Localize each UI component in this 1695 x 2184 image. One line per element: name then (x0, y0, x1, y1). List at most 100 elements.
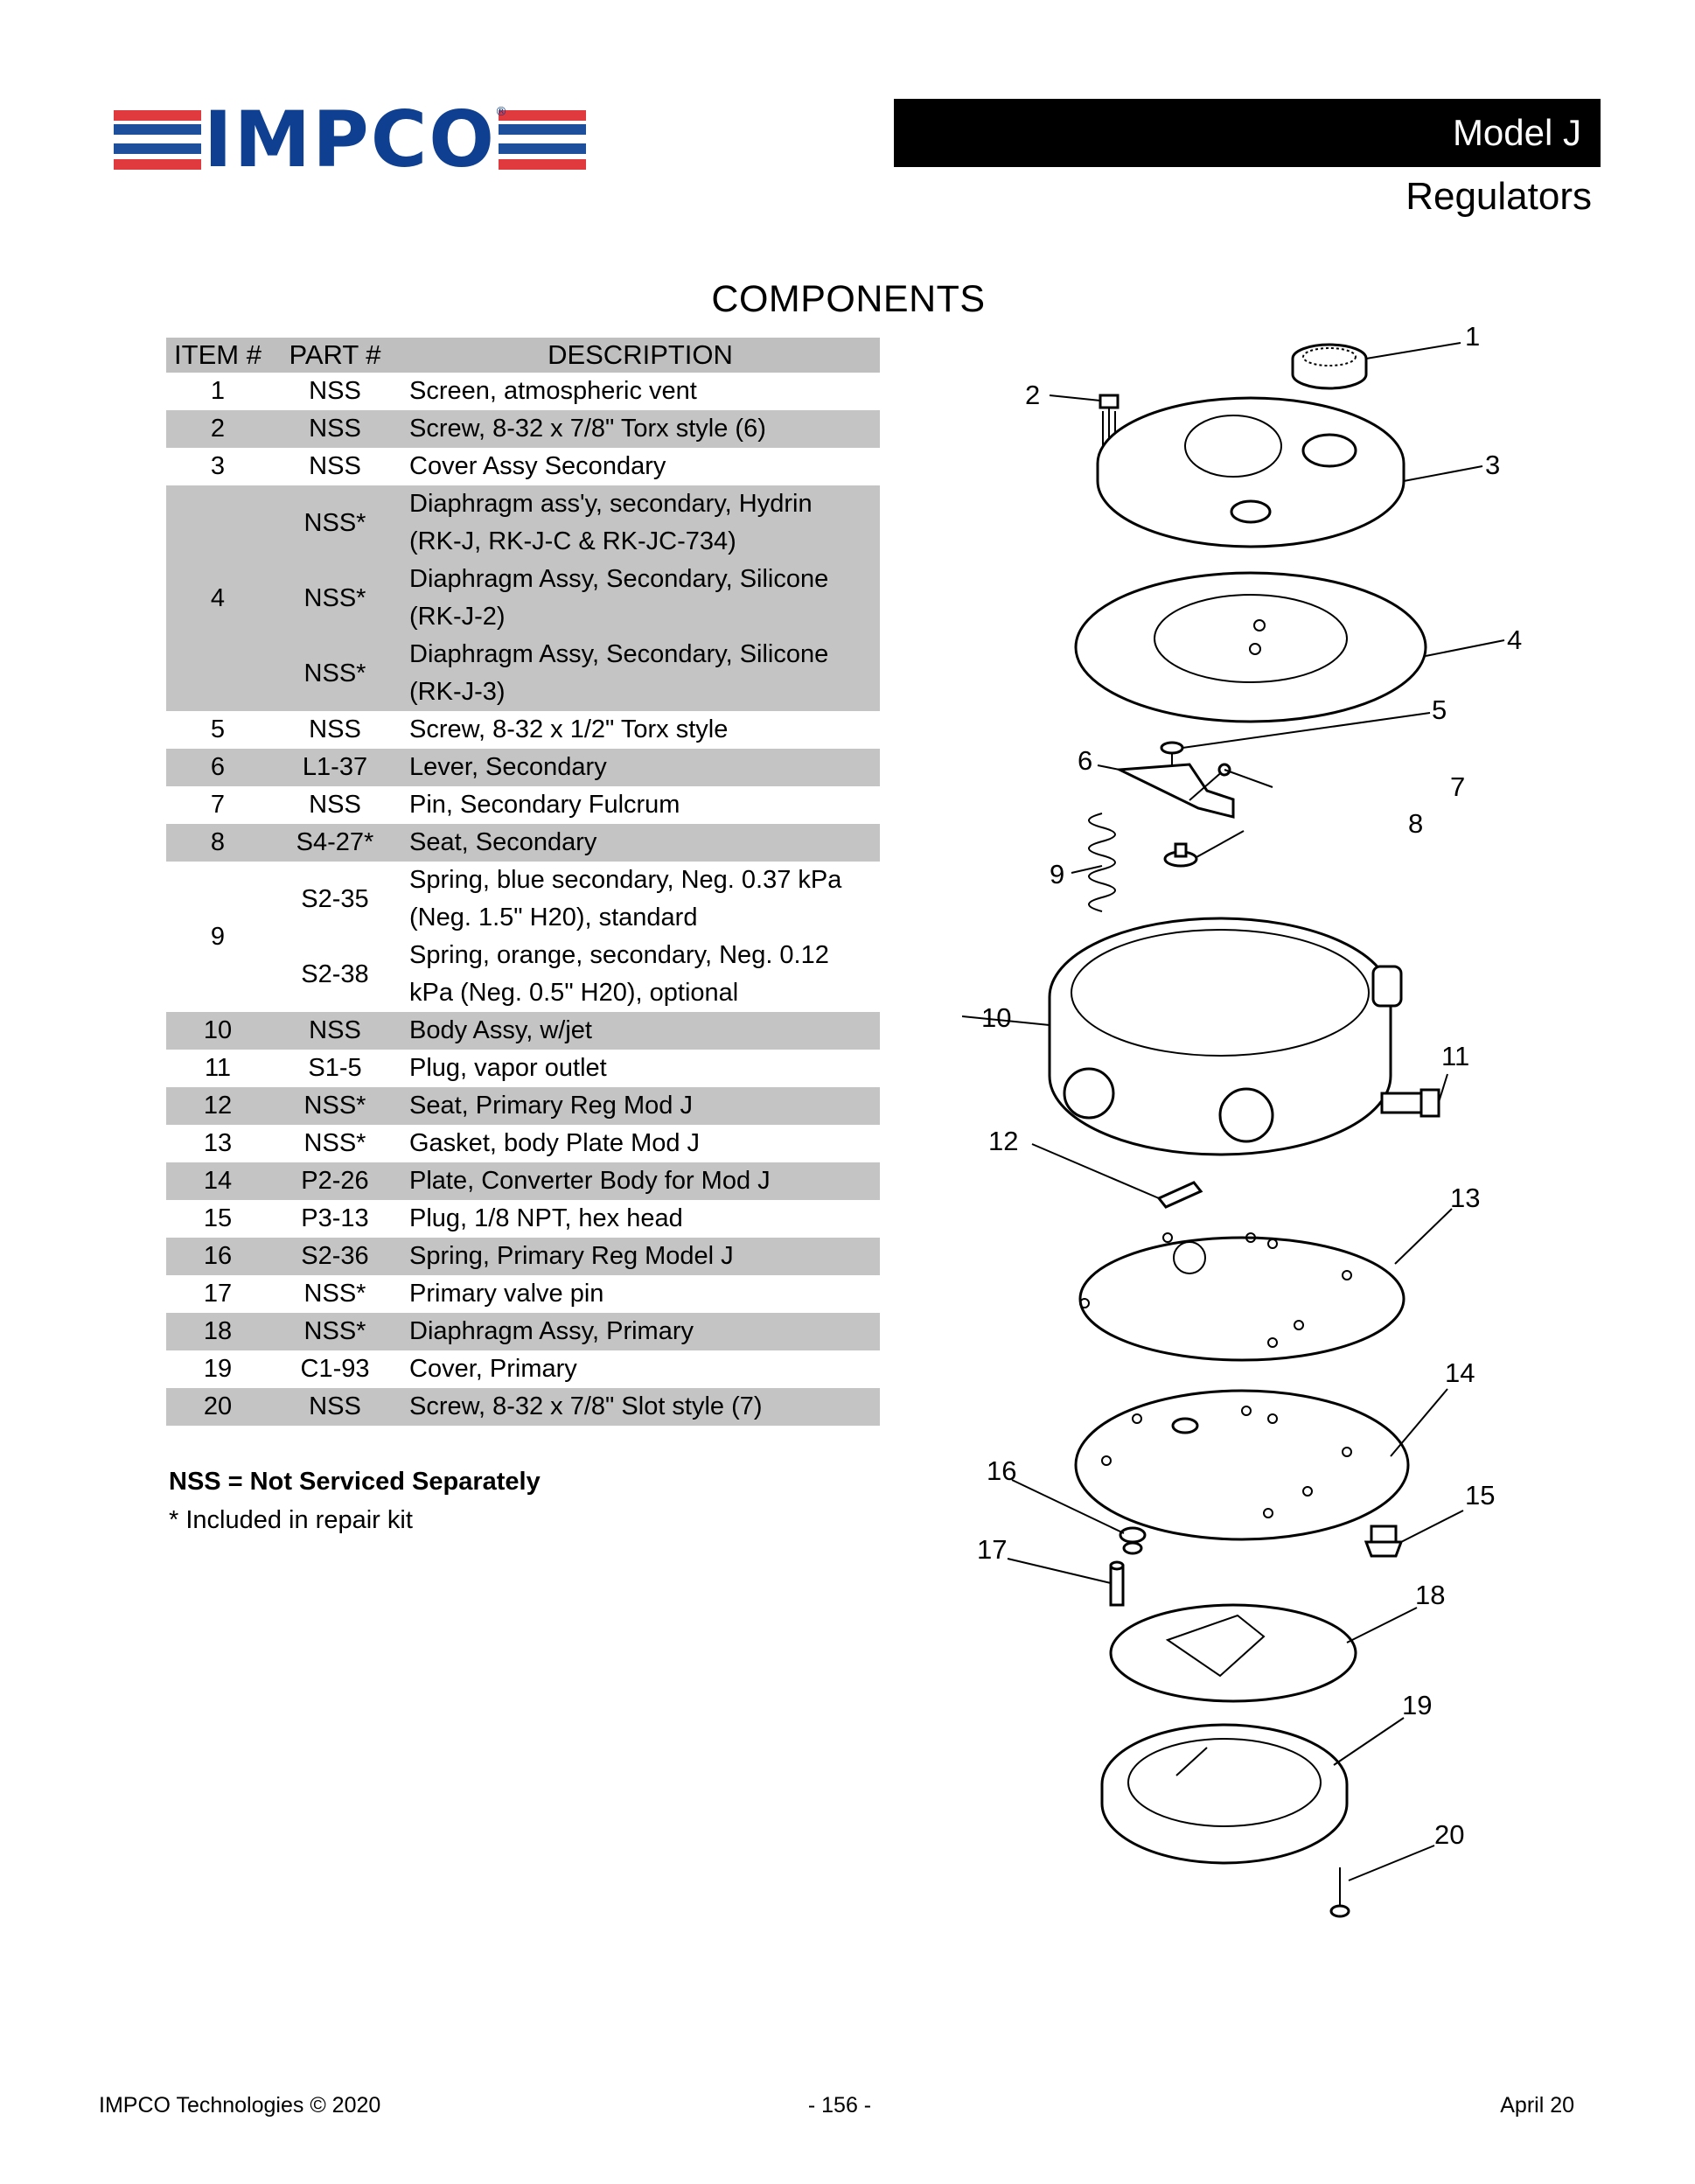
callout-5: 5 (1432, 694, 1447, 725)
kit-note: * Included in repair kit (169, 1506, 413, 1534)
description-line: (RK-J-3) (409, 678, 506, 706)
part-description: Spring, orange, secondary, Neg. 0.12 kPa … (401, 937, 880, 1012)
description-line: Gasket, body Plate Mod J (409, 1129, 701, 1157)
callout-19: 19 (1402, 1690, 1432, 1720)
item-number: 17 (203, 1280, 233, 1308)
part-number: L1-37 (269, 749, 401, 786)
part-description: Spring, Primary Reg Model J (401, 1238, 880, 1275)
logo-wordmark: IMPCO (201, 98, 499, 182)
item-number: 15 (203, 1204, 233, 1232)
item-number: 6 (166, 749, 269, 786)
part-number: NSS (309, 452, 361, 480)
part-secondary-seat (1163, 842, 1198, 868)
item-number: 8 (166, 824, 269, 862)
impco-logo: IMPCO ® (114, 98, 586, 182)
part-description: Gasket, body Plate Mod J (401, 1125, 880, 1162)
footer-company: IMPCO Technologies © 2020 (99, 2093, 381, 2118)
callout-18: 18 (1415, 1580, 1445, 1610)
table-row: NSS* Diaphragm Assy, Secondary, Silicone (… (166, 636, 880, 711)
description-line: Spring, orange, secondary, Neg. 0.12 (409, 941, 829, 969)
callout-10: 10 (981, 1002, 1011, 1033)
part-description: Plug, 1/8 NPT, hex head (401, 1200, 880, 1238)
part-vapor-outlet-plug (1380, 1088, 1440, 1118)
part-primary-cover (1100, 1723, 1349, 1865)
callout-4: 4 (1507, 624, 1522, 655)
callout-3: 3 (1485, 450, 1500, 480)
table-row: 11 S1-5 Plug, vapor outlet (166, 1050, 880, 1087)
part-description: Screw, 8-32 x 1/2" Torx style (401, 711, 880, 749)
item-number: 2 (166, 410, 269, 448)
description-line: Diaphragm ass'y, secondary, Hydrin (409, 490, 813, 518)
part-description: Cover Assy Secondary (401, 448, 880, 485)
part-number: S1-5 (308, 1054, 362, 1082)
callout-1: 1 (1465, 324, 1480, 352)
description-line: Spring, blue secondary, Neg. 0.37 kPa (409, 866, 842, 894)
part-body-gasket (1078, 1232, 1406, 1362)
item-number: 1 (210, 377, 226, 405)
section-title: COMPONENTS (711, 278, 986, 320)
item-number: 20 (166, 1388, 269, 1426)
part-number: NSS* (269, 1313, 401, 1350)
callout-2: 2 (1025, 380, 1040, 410)
part-description: Plate, Converter Body for Mod J (401, 1162, 880, 1200)
description-line: kPa (Neg. 0.5" H20), optional (409, 979, 739, 1007)
part-body (1048, 917, 1403, 1156)
part-number: S2-35 (301, 884, 369, 913)
part-primary-valve-pin (1109, 1560, 1125, 1607)
part-description: Screen, atmospheric vent (401, 373, 880, 410)
item-number: 11 (204, 1054, 232, 1082)
description-line: Body Assy, w/jet (409, 1016, 592, 1044)
callout-16: 16 (987, 1455, 1016, 1486)
part-description: Plug, vapor outlet (401, 1050, 880, 1087)
column-header-part: PART # (269, 338, 401, 373)
callout-labels: 1 2 3 4 5 6 7 8 9 10 11 12 13 14 15 16 1… (977, 324, 1522, 1850)
part-description: Lever, Secondary (401, 749, 880, 786)
item-number: 7 (210, 791, 226, 819)
item-number: 10 (166, 1012, 269, 1050)
callout-17: 17 (977, 1534, 1007, 1565)
table-header-row: ITEM # PART # DESCRIPTION (166, 338, 880, 373)
part-primary-spring (1119, 1526, 1147, 1555)
description-line: Seat, Secondary (409, 828, 597, 856)
description-line: Spring, Primary Reg Model J (409, 1242, 734, 1270)
registered-mark: ® (495, 105, 507, 119)
part-number: NSS* (303, 1280, 366, 1308)
description-line: Plug, vapor outlet (409, 1054, 607, 1082)
callout-8: 8 (1408, 808, 1423, 839)
part-number: NSS* (269, 561, 401, 636)
description-line: Lever, Secondary (409, 753, 607, 781)
description-line: Plate, Converter Body for Mod J (409, 1167, 771, 1195)
part-number: S4-27* (269, 824, 401, 862)
item-number: 9 (210, 922, 226, 951)
part-number: NSS (309, 791, 361, 819)
description-line: Plug, 1/8 NPT, hex head (409, 1204, 683, 1232)
exploded-parts-diagram: 1 2 3 4 5 6 7 8 9 10 11 12 13 14 15 16 1… (962, 324, 1522, 1918)
part-description: Cover, Primary (401, 1350, 880, 1388)
description-line: (RK-J-2) (409, 603, 506, 631)
description-line: Diaphragm Assy, Secondary, Silicone (409, 640, 829, 668)
callout-20: 20 (1434, 1819, 1464, 1850)
part-number: NSS* (269, 636, 401, 711)
part-number: NSS (269, 410, 401, 448)
description-line: Diaphragm Assy, Secondary, Silicone (409, 565, 829, 593)
part-primary-seat (1156, 1181, 1203, 1209)
description-line: Pin, Secondary Fulcrum (409, 791, 680, 819)
description-line: Screw, 8-32 x 7/8" Slot style (7) (409, 1392, 763, 1420)
model-title: Model J (894, 99, 1601, 167)
part-secondary-cover (1096, 396, 1406, 548)
